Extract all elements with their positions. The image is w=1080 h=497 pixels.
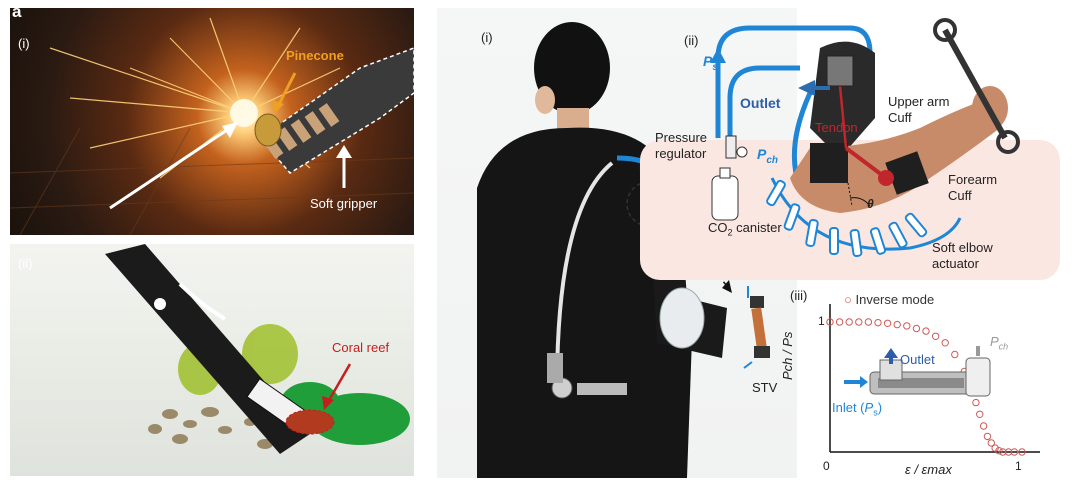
data-point bbox=[893, 320, 901, 329]
data-point bbox=[1010, 448, 1019, 456]
panel-b-iii-roman: (iii) bbox=[790, 288, 808, 303]
photo-pinecone-sparks: (i) Pinecone Soft gripper bbox=[10, 8, 414, 235]
panel-b-i-roman: (i) bbox=[481, 30, 493, 45]
data-point bbox=[972, 398, 980, 407]
soft-elbow-actuator-label: Soft elbow actuator bbox=[932, 240, 993, 271]
y-axis-label: Pch / Ps bbox=[780, 331, 795, 380]
pressure-regulator-label: Pressure regulator bbox=[655, 130, 708, 161]
data-point bbox=[991, 444, 999, 452]
photo-coral-reef: (ii) Coral reef bbox=[10, 244, 414, 476]
panel-a-letter: a bbox=[12, 2, 22, 21]
coral-illustration bbox=[105, 244, 410, 454]
ps-label: Ps bbox=[703, 53, 718, 73]
y-tick-1: 1 bbox=[818, 314, 825, 328]
inverse-mode-chart bbox=[826, 304, 1040, 456]
theta-label: θ bbox=[867, 197, 874, 211]
x-tick-1: 1 bbox=[1015, 459, 1022, 473]
co2-canister-label: CO2 canister bbox=[708, 220, 782, 238]
data-point bbox=[845, 318, 853, 326]
data-point bbox=[1004, 448, 1013, 456]
data-point bbox=[874, 318, 882, 327]
outlet-label: Outlet bbox=[740, 95, 781, 111]
data-point bbox=[826, 318, 834, 326]
data-point bbox=[1018, 448, 1026, 456]
data-point bbox=[835, 318, 844, 326]
data-point bbox=[912, 324, 921, 333]
tendon-label: Tendon bbox=[815, 120, 858, 135]
soft-gripper-label: Soft gripper bbox=[310, 196, 378, 211]
chart-legend: ○ Inverse mode bbox=[844, 292, 935, 307]
panel-b-ii-roman: (ii) bbox=[684, 33, 699, 48]
x-axis-label: ε / εmax bbox=[905, 462, 952, 477]
data-point bbox=[931, 332, 940, 340]
pch-label: Pch bbox=[757, 146, 779, 166]
data-point bbox=[883, 319, 892, 327]
data-point bbox=[983, 432, 992, 441]
sparks-illustration bbox=[10, 17, 414, 235]
inset-inlet-label: Inlet (Ps) bbox=[832, 400, 883, 418]
data-point bbox=[941, 339, 949, 347]
data-point bbox=[864, 318, 873, 326]
upper-arm-cuff-label: Upper arm Cuff bbox=[888, 94, 950, 125]
inset-pch-label: Pch bbox=[990, 334, 1009, 352]
data-point bbox=[976, 410, 984, 419]
stv-illustration bbox=[743, 286, 770, 369]
coral-reef-label: Coral reef bbox=[332, 340, 390, 355]
schematic-diagram bbox=[710, 18, 1020, 258]
x-tick-0: 0 bbox=[823, 459, 830, 473]
stv-label: STV bbox=[752, 380, 778, 395]
data-point bbox=[903, 322, 911, 330]
pinecone-label: Pinecone bbox=[286, 48, 344, 63]
data-point bbox=[999, 448, 1007, 456]
inset-outlet-label: Outlet bbox=[900, 352, 935, 367]
panel-a-i-roman: (i) bbox=[18, 36, 30, 51]
forearm-cuff-label: Forearm Cuff bbox=[948, 172, 998, 203]
valve-inset-icon bbox=[844, 346, 991, 397]
data-point bbox=[979, 422, 988, 430]
data-point bbox=[987, 439, 995, 447]
data-point bbox=[995, 447, 1003, 455]
legend-marker-icon: ○ bbox=[844, 292, 852, 307]
panel-a-ii-roman: (ii) bbox=[18, 256, 33, 271]
data-point bbox=[855, 318, 863, 326]
data-point bbox=[922, 327, 930, 335]
data-point bbox=[951, 350, 959, 359]
